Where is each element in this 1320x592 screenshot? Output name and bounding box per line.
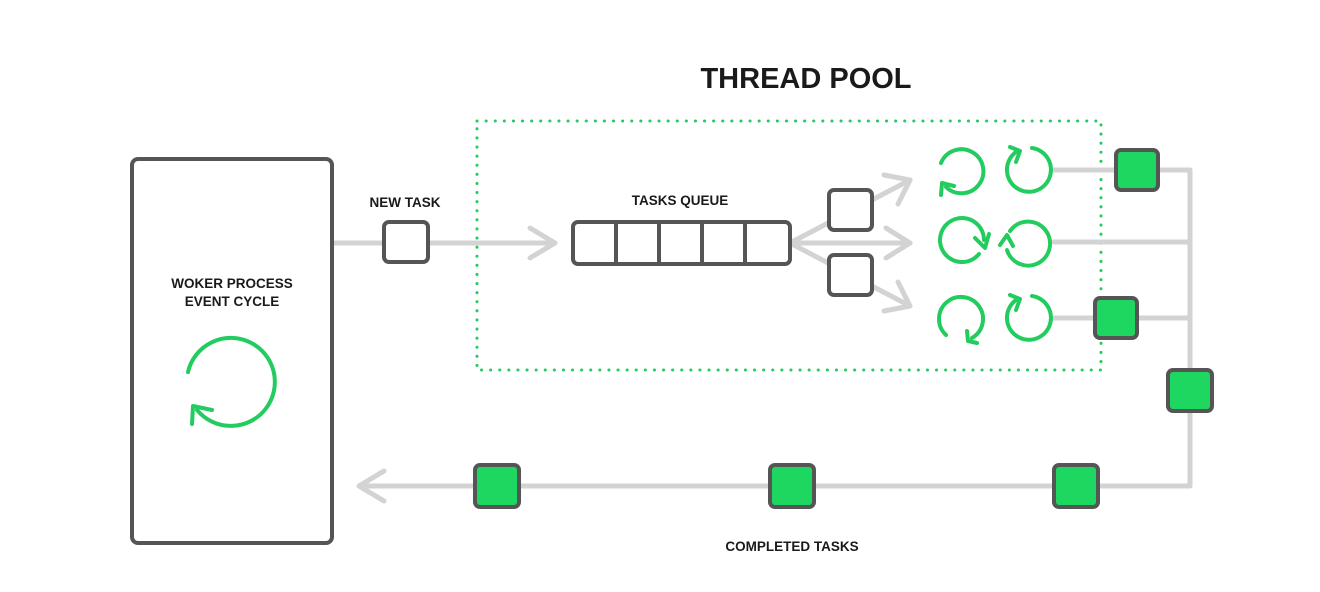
completed-task [1114, 148, 1160, 192]
dispatched-task-box [827, 253, 874, 297]
completed-tasks-label: COMPLETED TASKS [725, 539, 858, 554]
tasks-queue-label: TASKS QUEUE [632, 193, 729, 208]
new-task-box [382, 220, 430, 264]
thread-icon [937, 294, 986, 345]
completed-task [1052, 463, 1100, 509]
new-task-label: NEW TASK [370, 195, 441, 210]
connector-lines [331, 167, 1193, 504]
event-cycle-icon [186, 335, 277, 428]
worker-process-box [130, 157, 334, 545]
completed-task [1093, 296, 1139, 340]
thread-icon [938, 216, 991, 265]
thread-icon [1005, 293, 1053, 342]
title: THREAD POOL [700, 63, 911, 95]
completed-task [473, 463, 521, 509]
completed-task [1166, 368, 1214, 413]
thread-icon [939, 147, 986, 197]
tasks-queue [571, 220, 792, 266]
completed-task [768, 463, 816, 509]
dispatched-task-box [827, 188, 874, 232]
thread-icon [998, 219, 1052, 268]
worker-label-line2: EVENT CYCLE [185, 294, 280, 309]
thread-icon [1005, 145, 1053, 194]
worker-label-line1: WOKER PROCESS [171, 276, 293, 291]
